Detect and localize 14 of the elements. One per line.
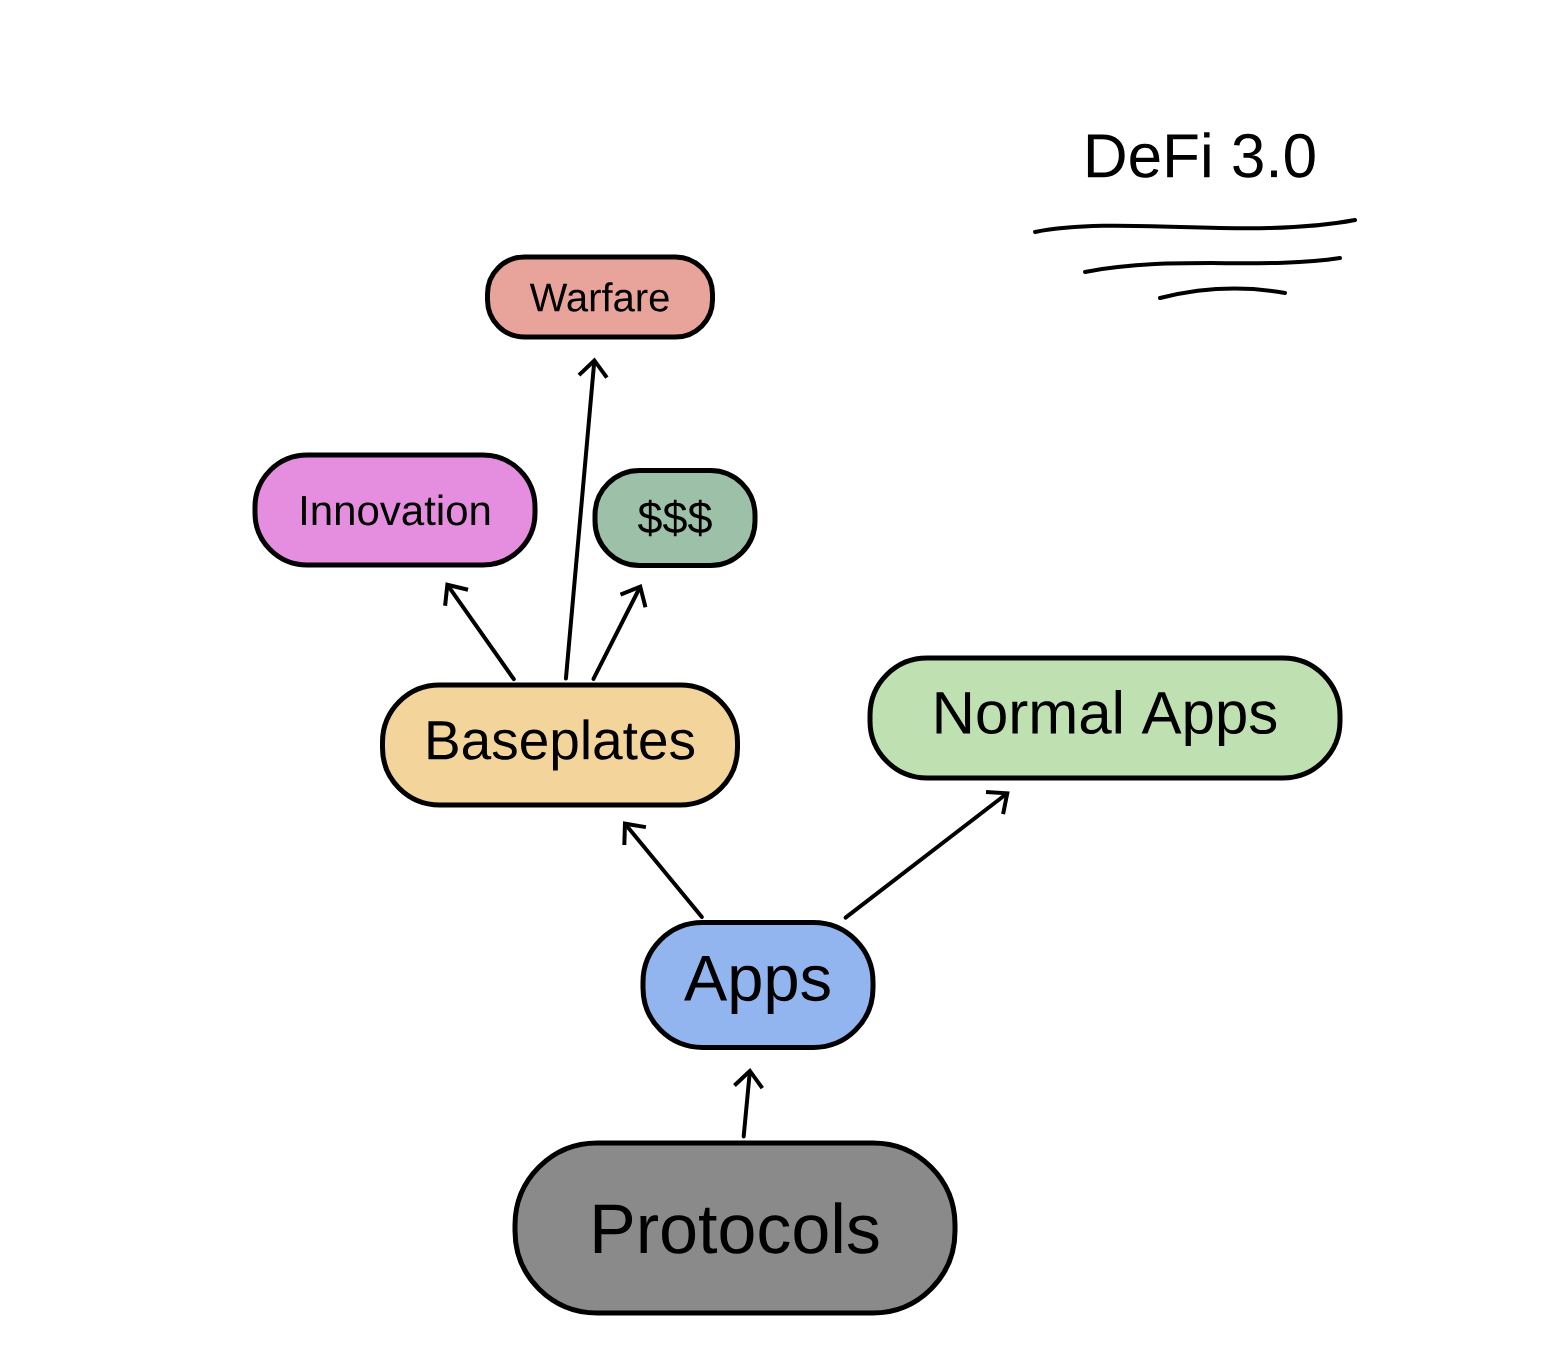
arrow [591,584,648,681]
label-bubble: Innovation [252,452,538,568]
label-bubble: $$$ [592,468,758,568]
arrow [443,582,516,682]
title: DeFi 3.0 [1087,132,1315,178]
label-bubble: Normal Apps [867,655,1343,781]
arrow [622,821,704,919]
label-bubble: Warfare [485,254,715,340]
arrow [733,1067,764,1139]
label-bubble: Baseplates [380,682,740,808]
arrow [843,789,1010,920]
arrow [563,357,609,681]
label-bubble: Apps [640,920,876,1050]
label-bubble: Protocols [512,1140,958,1316]
